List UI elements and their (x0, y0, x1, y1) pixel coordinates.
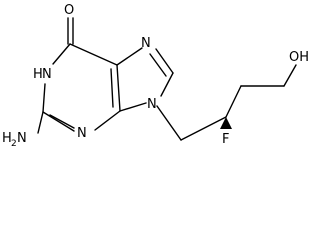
pyrimidine-ring (42, 43, 121, 132)
bond-c4-c5-inner (110, 68, 114, 108)
bond-c5-c6 (69, 43, 118, 66)
bond-c4-c5 (116, 64, 121, 112)
bond-n7-c8 (155, 48, 174, 74)
bond-n7-c8-inner (149, 53, 167, 77)
carbonyl-bond (67, 17, 74, 45)
atom-fluorine: F (222, 132, 229, 147)
bond-n9-c4 (119, 102, 147, 112)
atom-amine-h: H (2, 131, 12, 146)
bond-n1-c2 (42, 83, 46, 113)
imidazole-ring (116, 47, 174, 112)
atom-n9: N (147, 97, 157, 112)
atom-n7: N (141, 36, 151, 51)
bond-c2-n3-inner (49, 114, 75, 129)
structure-canvas: O H N N N N H 2 N F OH (2, 3, 309, 149)
wedge-bond-cf (220, 117, 232, 129)
bond-c2-n3 (42, 111, 75, 132)
bond-ch2-chf (180, 116, 227, 141)
atom-h-n1: H (33, 67, 43, 82)
bond-chf-ch2 (225, 85, 242, 118)
atom-n3: N (77, 126, 87, 141)
atom-o-carbonyl: O (64, 3, 74, 18)
bond-c5-n7 (116, 47, 143, 66)
bond-c8-n9 (160, 72, 174, 97)
bond-c2-nh2 (37, 111, 44, 134)
bond-ch2-oh (283, 64, 297, 87)
bond-n3-c4 (94, 110, 121, 131)
molecule-drawing: O H N N N N H 2 N F OH (2, 3, 309, 149)
atom-hydroxyl: OH (289, 50, 309, 65)
atom-amine-n: N (17, 131, 27, 146)
bond-c6-n1 (52, 43, 71, 65)
side-chain (156, 64, 297, 141)
atom-amine-h-count: 2 (11, 139, 17, 149)
bond-n9-ch2 (156, 105, 182, 141)
atom-n1: N (42, 67, 52, 82)
